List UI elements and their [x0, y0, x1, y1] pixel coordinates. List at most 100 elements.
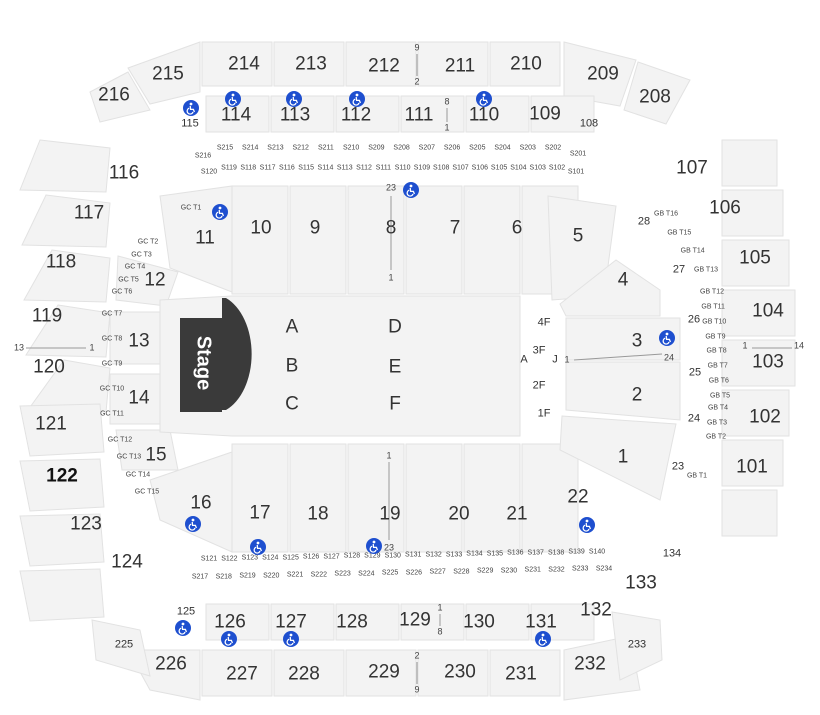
section-block[interactable]: [89, 71, 151, 123]
suite-label[interactable]: S122: [221, 555, 238, 563]
suite-label[interactable]: S126: [302, 553, 320, 561]
suite-label[interactable]: S124: [262, 554, 279, 562]
section-block[interactable]: [19, 458, 105, 512]
suite-label[interactable]: S223: [334, 570, 351, 578]
section-block[interactable]: [721, 189, 784, 237]
suite-label[interactable]: S231: [524, 566, 541, 574]
gb-table-label[interactable]: GB T16: [654, 210, 678, 218]
gb-table-label[interactable]: GB T13: [694, 266, 718, 274]
section-label[interactable]: 14: [128, 387, 150, 409]
section-block[interactable]: [465, 603, 530, 641]
suite-label[interactable]: S127: [323, 553, 340, 561]
section-label[interactable]: 11: [195, 227, 215, 249]
section-label[interactable]: 118: [45, 251, 77, 273]
suite-label[interactable]: S216: [194, 152, 212, 160]
gb-table-label[interactable]: GB T12: [700, 288, 724, 296]
section-block[interactable]: [127, 41, 201, 105]
section-label[interactable]: 228: [288, 663, 320, 685]
suite-label[interactable]: S210: [342, 144, 360, 152]
suite-label[interactable]: S202: [544, 144, 562, 152]
section-label[interactable]: 9: [309, 217, 321, 239]
gb-table-label[interactable]: GB T11: [701, 303, 725, 311]
section-block[interactable]: [565, 361, 681, 421]
suite-label[interactable]: S214: [242, 144, 259, 152]
section-block[interactable]: [417, 41, 489, 87]
suite-label[interactable]: S133: [445, 551, 463, 559]
section-block[interactable]: [559, 259, 661, 317]
suite-label[interactable]: S220: [263, 572, 280, 580]
section-label[interactable]: 3F: [532, 344, 546, 357]
suite-label[interactable]: S201: [569, 150, 587, 158]
suite-label[interactable]: S208: [393, 144, 410, 152]
suite-label[interactable]: S120: [200, 168, 218, 176]
gb-table-label[interactable]: GB T7: [707, 362, 728, 370]
section-block[interactable]: [489, 649, 561, 697]
section-block[interactable]: [19, 568, 105, 622]
section-block[interactable]: [721, 489, 778, 537]
suite-label[interactable]: S118: [240, 164, 257, 172]
section-label[interactable]: 10: [250, 217, 272, 239]
section-label[interactable]: 103: [752, 351, 784, 373]
section-label[interactable]: 117: [73, 202, 105, 224]
section-label[interactable]: 111: [404, 104, 434, 126]
section-block[interactable]: [489, 41, 561, 87]
section-block[interactable]: [289, 443, 347, 553]
section-label[interactable]: 112: [340, 104, 372, 126]
section-label[interactable]: 15: [145, 444, 167, 466]
section-label[interactable]: 110: [468, 104, 500, 126]
suite-label[interactable]: S213: [267, 144, 284, 152]
suite-label[interactable]: S222: [310, 571, 327, 579]
section-label[interactable]: 128: [336, 611, 368, 633]
section-label[interactable]: F: [389, 393, 401, 415]
section-block[interactable]: [19, 513, 105, 567]
suite-label[interactable]: S104: [510, 164, 527, 172]
section-label[interactable]: 116: [108, 162, 140, 184]
suite-label[interactable]: S109: [413, 164, 431, 172]
section-label[interactable]: 6: [511, 217, 523, 239]
section-block[interactable]: [149, 451, 233, 553]
section-label[interactable]: 101: [736, 456, 768, 478]
section-label[interactable]: 124: [111, 551, 143, 573]
suite-label[interactable]: S136: [507, 549, 524, 557]
section-label[interactable]: 215: [152, 63, 184, 85]
section-block[interactable]: [521, 443, 579, 553]
section-label[interactable]: A: [520, 353, 528, 366]
section-label[interactable]: 27: [672, 263, 686, 276]
suite-label[interactable]: S229: [476, 567, 494, 575]
gb-table-label[interactable]: GB T10: [702, 318, 727, 326]
section-block[interactable]: [205, 603, 270, 641]
section-block[interactable]: [205, 95, 270, 133]
suite-label[interactable]: S114: [317, 164, 334, 172]
section-label[interactable]: 4F: [537, 316, 551, 329]
section-label[interactable]: 25: [688, 366, 702, 379]
section-label[interactable]: 120: [33, 356, 65, 378]
section-label[interactable]: 8: [385, 217, 397, 239]
suite-label[interactable]: S232: [548, 566, 565, 574]
section-block[interactable]: [25, 304, 111, 358]
section-label[interactable]: 21: [506, 503, 528, 525]
section-label[interactable]: 122: [46, 465, 78, 487]
section-label[interactable]: 225: [114, 638, 134, 651]
section-block[interactable]: [559, 415, 677, 501]
section-block[interactable]: [335, 603, 400, 641]
section-label[interactable]: 3: [631, 330, 643, 352]
section-label[interactable]: 1F: [537, 407, 551, 420]
section-label[interactable]: 19: [379, 503, 401, 525]
section-block[interactable]: [231, 443, 289, 553]
suite-label[interactable]: S233: [572, 565, 589, 573]
section-label[interactable]: J: [552, 353, 558, 366]
suite-label[interactable]: S206: [443, 144, 461, 152]
section-label[interactable]: 108: [579, 117, 599, 130]
suite-label[interactable]: S134: [466, 550, 483, 558]
suite-label[interactable]: S227: [429, 568, 446, 576]
suite-label[interactable]: S228: [453, 568, 470, 576]
section-block[interactable]: [721, 439, 784, 487]
section-label[interactable]: B: [285, 355, 299, 377]
suite-label[interactable]: S218: [215, 573, 232, 581]
suite-label[interactable]: S110: [394, 164, 411, 172]
suite-label[interactable]: S138: [547, 549, 565, 557]
section-label[interactable]: 129: [399, 609, 431, 631]
suite-label[interactable]: S121: [200, 555, 218, 563]
gc-table-label[interactable]: GC T9: [101, 360, 123, 368]
section-label[interactable]: 233: [627, 638, 647, 651]
